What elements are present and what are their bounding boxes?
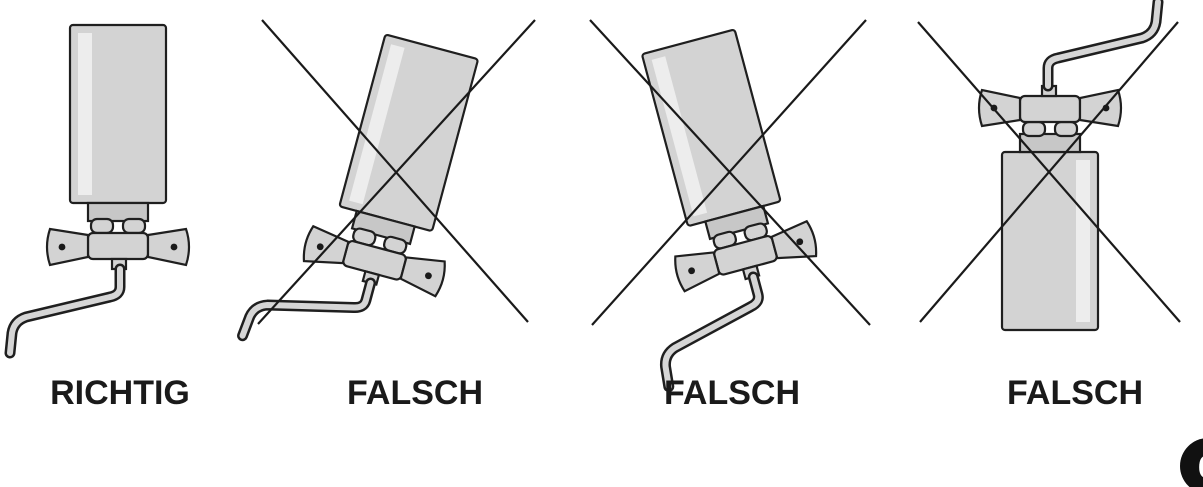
cross-line-b <box>919 21 1179 323</box>
panel-falsch-1 <box>243 19 536 382</box>
cross-line-b <box>257 19 536 325</box>
corner-badge-text: 6 <box>1198 449 1203 485</box>
cross-line-a <box>261 19 529 323</box>
label-richtig: RICHTIG <box>50 374 190 412</box>
heater-unit-tilted-left <box>584 23 842 386</box>
panel-falsch-2 <box>584 19 871 387</box>
label-falsch-3: FALSCH <box>1007 374 1143 412</box>
label-falsch-1: FALSCH <box>347 374 483 412</box>
heater-unit-upright <box>10 25 189 353</box>
heater-unit-inverted <box>979 2 1158 330</box>
corner-badge: 6 <box>1180 438 1203 487</box>
cross-line-b <box>591 19 867 326</box>
panel-richtig <box>10 25 189 353</box>
label-falsch-2: FALSCH <box>664 374 800 412</box>
panel-falsch-3 <box>917 2 1181 330</box>
